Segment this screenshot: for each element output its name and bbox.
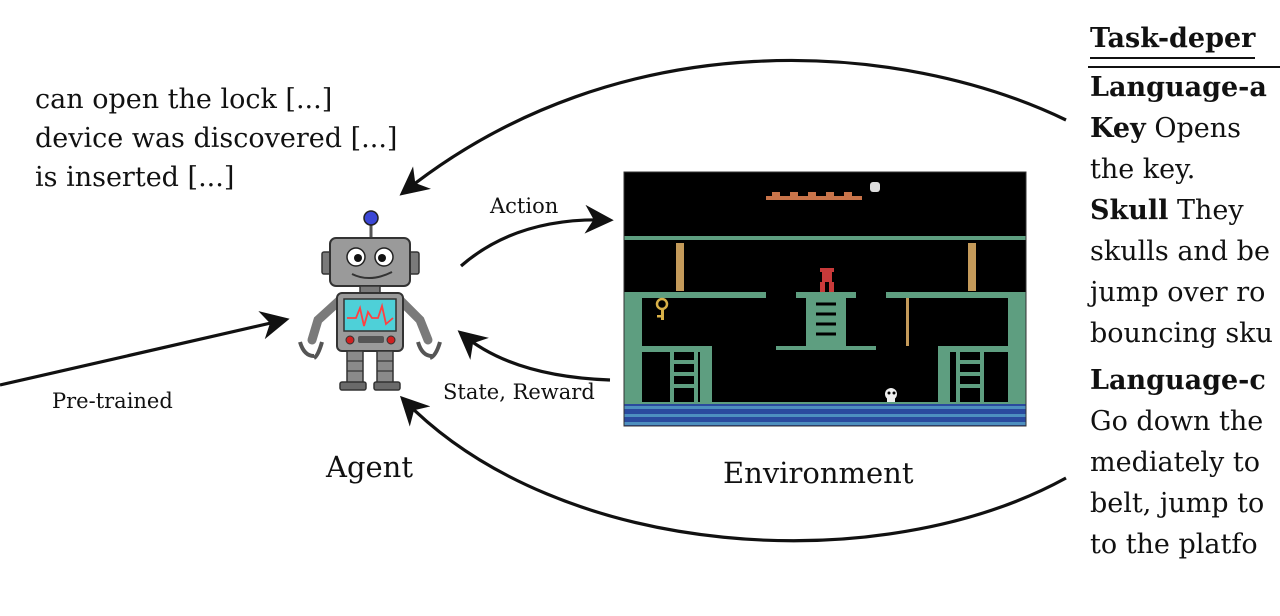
panel-divider <box>1088 66 1280 68</box>
ladder-left-top <box>676 243 684 291</box>
antenna-ball <box>363 210 379 226</box>
sec2-line-4: to the platfo <box>1090 529 1258 560</box>
task-description-panel: Task-deper Language-a Key Opens the key.… <box>1090 18 1273 565</box>
pretrained-arrow <box>0 311 290 387</box>
language-model-text: can open the lock [...] device was disco… <box>35 80 397 197</box>
lm-text-line-1: can open the lock [...] <box>35 84 333 115</box>
key-text-1: Opens <box>1145 113 1241 144</box>
section2-heading: Language-c <box>1090 365 1266 396</box>
skull-text-1: They <box>1168 195 1244 226</box>
lm-text-line-2: device was discovered [...] <box>35 123 398 154</box>
action-label: Action <box>490 194 559 218</box>
sec2-line-3: belt, jump to <box>1090 488 1265 519</box>
game-environment-screen <box>623 171 1027 427</box>
skull-text-3: jump over ro <box>1090 277 1266 308</box>
agent-caption: Agent <box>326 450 413 484</box>
state-reward-arrow <box>457 330 611 382</box>
sec2-line-2: mediately to <box>1090 447 1261 478</box>
robot-agent-icon <box>298 210 442 391</box>
player-character-icon <box>820 268 834 292</box>
lm-text-line-3: is inserted [...] <box>35 162 235 193</box>
skull-text-4: bouncing sku <box>1090 318 1273 349</box>
top-feedback-arrow <box>399 58 1067 196</box>
sec2-line-1: Go down the <box>1090 406 1264 437</box>
bottom-feedback-arrow <box>399 395 1067 543</box>
section1-heading: Language-a <box>1090 72 1267 103</box>
key-text-2: the key. <box>1090 154 1196 185</box>
key-term: Key <box>1090 113 1146 144</box>
panel-title: Task-deper <box>1090 23 1256 59</box>
skull-term: Skull <box>1090 195 1169 226</box>
state-reward-label: State, Reward <box>443 380 595 404</box>
environment-caption: Environment <box>723 456 914 490</box>
action-arrow <box>459 204 614 268</box>
skull-text-2: skulls and be <box>1090 236 1270 267</box>
ladder-right-top <box>968 243 976 291</box>
skull-enemy-icon <box>885 388 897 402</box>
key-item-icon <box>655 297 669 320</box>
pretrained-label: Pre-trained <box>52 389 173 413</box>
